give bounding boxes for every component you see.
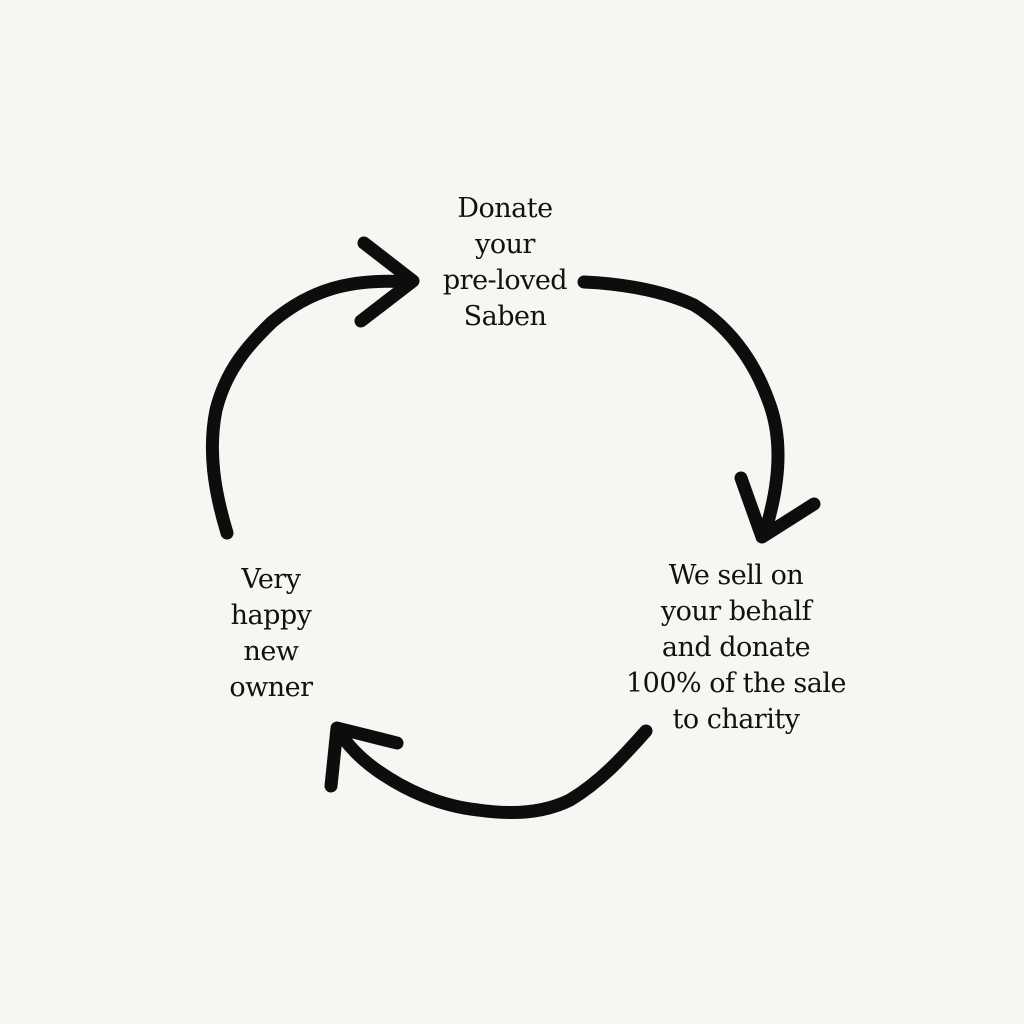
step-sell-line: and donate (661, 632, 811, 663)
arrow-owner-to-donate-head (354, 236, 420, 328)
step-owner-line: owner (229, 672, 313, 703)
arrow-sell-to-owner-head (324, 721, 404, 793)
step-owner-line: happy (230, 600, 312, 631)
step-donate-line: Saben (463, 301, 547, 332)
arrow-sell-to-owner (324, 721, 653, 820)
arrow-donate-to-sell-head (734, 471, 821, 544)
step-sell-line: your behalf (660, 596, 812, 627)
step-donate-line: Donate (457, 193, 553, 224)
arrow-owner-to-donate-shaft (205, 274, 415, 540)
step-owner-line: Very (241, 564, 301, 595)
step-donate-label: Donate your pre-loved Saben (405, 191, 605, 335)
step-sell-line: 100% of the sale (626, 668, 846, 699)
step-donate-line: pre-loved (442, 265, 568, 296)
step-owner-line: new (243, 636, 299, 667)
arrow-owner-to-donate (205, 236, 420, 540)
step-owner-label: Very happy new owner (196, 562, 346, 706)
step-donate-line: your (475, 229, 535, 260)
step-sell-line: to charity (672, 704, 800, 735)
step-sell-label: We sell on your behalf and donate 100% o… (616, 558, 856, 738)
arrow-donate-to-sell-shaft (577, 275, 785, 539)
arrow-donate-to-sell (577, 275, 821, 544)
step-sell-line: We sell on (668, 560, 804, 591)
arrow-sell-to-owner-shaft (331, 723, 653, 820)
